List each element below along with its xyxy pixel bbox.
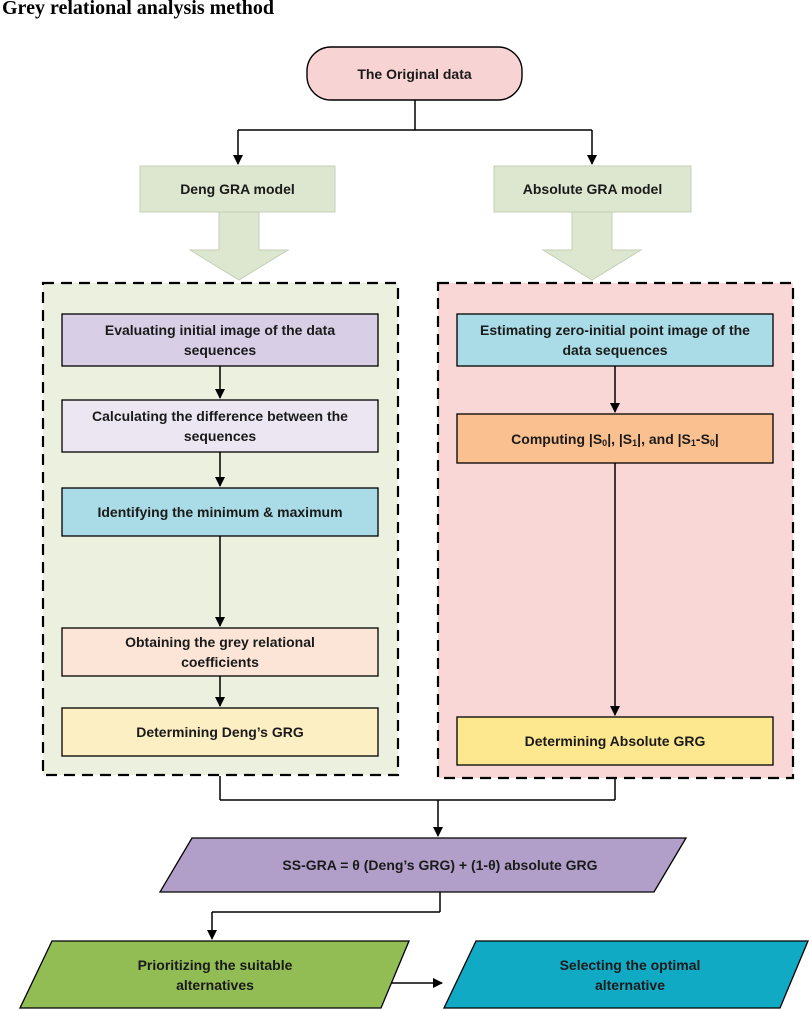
absolute-model-label: Absolute GRA model <box>522 181 663 197</box>
subscript-s1-diff: 1 <box>690 437 696 448</box>
absolute-step-1-node <box>456 313 774 367</box>
absolute-step-2-node <box>456 413 774 464</box>
split-connector <box>233 100 597 165</box>
deng-step-2-node <box>61 399 379 453</box>
deng-step-1-label: Evaluating initial image of the data seq… <box>104 322 336 358</box>
deng-step-3-label: Identifying the minimum & maximum <box>97 504 343 520</box>
bottom-connectors <box>207 892 443 988</box>
subscript-s0: 0 <box>602 437 608 448</box>
subscript-s1: 1 <box>632 437 638 448</box>
absolute-step-3-label: Determining Absolute GRG <box>524 733 706 749</box>
absolute-step-3-node <box>456 716 774 766</box>
absolute-block-arrow <box>541 211 643 281</box>
ss-gra-label: SS-GRA = θ (Deng’s GRG) + (1-θ) absolute… <box>282 857 598 873</box>
prioritize-node <box>18 940 410 1009</box>
deng-model-label: Deng GRA model <box>180 181 295 197</box>
select-label: Selecting the optimal alternative <box>559 956 701 993</box>
deng-step-1-node <box>61 313 379 367</box>
computing-mid1: |, |S <box>607 430 633 447</box>
deng-block-arrow <box>188 211 290 281</box>
original-data-node <box>306 46 523 101</box>
prioritize-label: Prioritizing the suitable alternatives <box>137 956 293 993</box>
original-data-label: The Original data <box>357 65 472 82</box>
computing-end: | <box>714 430 719 447</box>
deng-step-4-label: Obtaining the grey relational coefficien… <box>125 634 315 670</box>
computing-mid2: |, and |S <box>637 430 691 447</box>
computing-dash: -S <box>695 430 710 447</box>
deng-step-5-label: Determining Deng’s GRG <box>136 724 304 740</box>
deng-step-5-node <box>61 707 379 757</box>
merge-connector <box>219 776 616 837</box>
subscript-s0-diff: 0 <box>709 437 715 448</box>
deng-step-2-label: Calculating the difference between the s… <box>92 408 348 444</box>
deng-step-4-node <box>61 627 379 677</box>
diagram-title: Grey relational analysis method <box>2 0 275 19</box>
computing-prefix: Computing |S <box>511 430 603 447</box>
absolute-step-1-label: Estimating zero-initial point image of t… <box>480 322 750 358</box>
ss-gra-node <box>158 837 688 893</box>
deng-step-3-node <box>61 487 379 537</box>
select-node <box>442 940 809 1009</box>
